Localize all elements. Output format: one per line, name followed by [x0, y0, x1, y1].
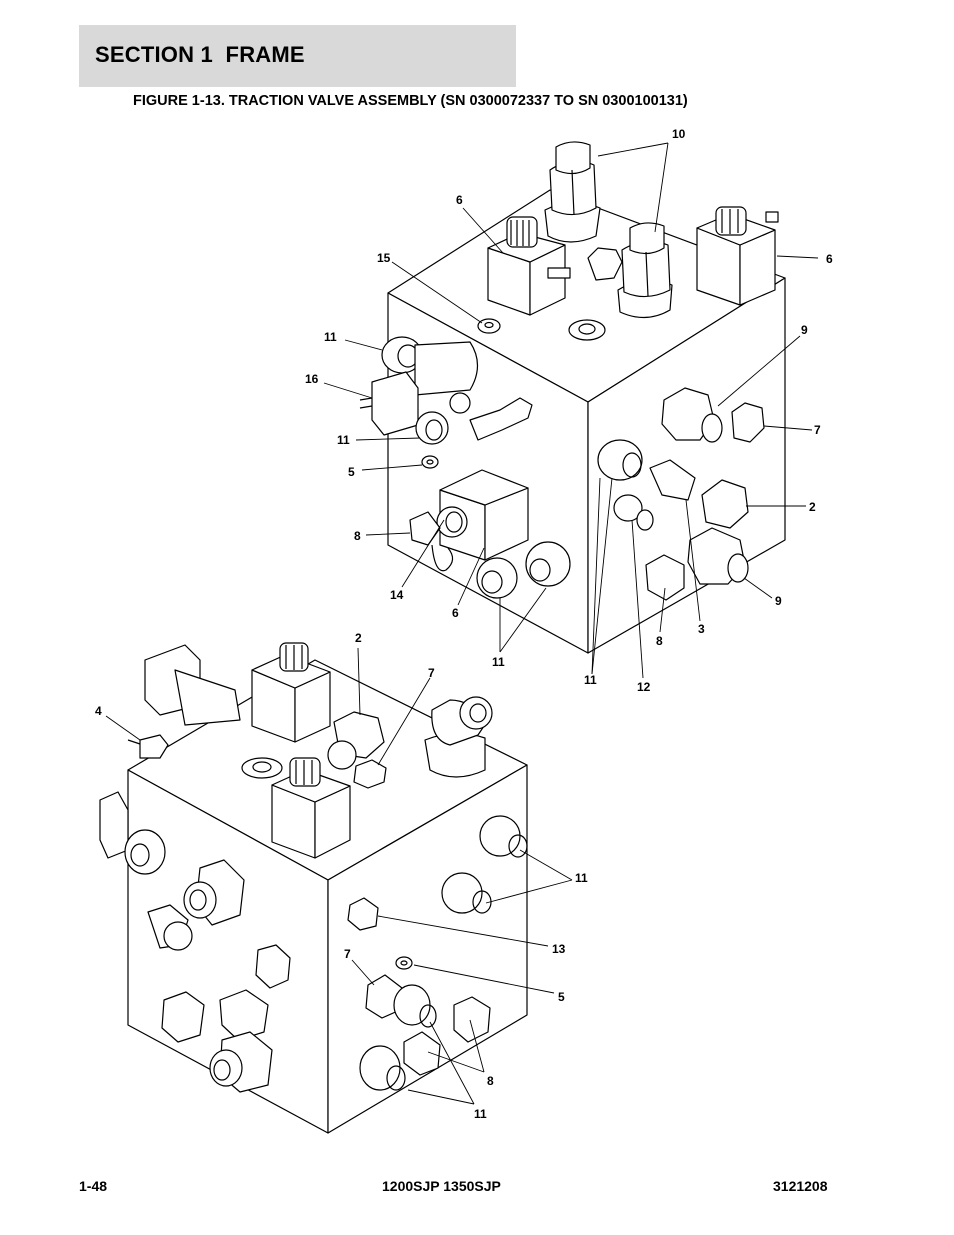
right-face-fittings [597, 387, 765, 601]
callout-6: 6 [456, 193, 463, 207]
callout-12: 12 [637, 680, 651, 694]
callout-4: 4 [95, 704, 102, 718]
callout-7: 7 [344, 947, 351, 961]
callout-11: 11 [474, 1107, 487, 1121]
callout-5: 5 [348, 465, 355, 479]
section-title: SECTION 1 FRAME [95, 42, 305, 67]
callout-labels: 10 6 6 15 11 16 9 7 11 5 2 8 14 6 9 8 3 … [95, 127, 833, 1121]
callout-5: 5 [558, 990, 565, 1004]
callout-11: 11 [337, 433, 350, 447]
callout-11: 11 [324, 330, 337, 344]
callout-2: 2 [809, 500, 816, 514]
lower-top-washer [241, 757, 283, 779]
callout-13: 13 [552, 942, 566, 956]
callout-11: 11 [584, 673, 597, 687]
callout-6: 6 [452, 606, 459, 620]
solenoid-coil-lower-a [251, 642, 331, 743]
callout-16: 16 [305, 372, 319, 386]
callout-7: 7 [428, 666, 435, 680]
callout-6: 6 [826, 252, 833, 266]
callout-8: 8 [656, 634, 663, 648]
solenoid-coil-6c [409, 469, 529, 572]
lower-valve-block [99, 642, 528, 1134]
washer-15 [477, 318, 501, 334]
leader-lines [105, 142, 819, 1105]
callout-11: 11 [575, 871, 588, 885]
callout-15: 15 [377, 251, 391, 265]
callout-14: 14 [390, 588, 404, 602]
top-hex-plug [587, 247, 623, 281]
fitting-11-lower-a [476, 557, 518, 599]
solenoid-coil-6a [487, 216, 571, 316]
top-washer [568, 319, 606, 341]
callout-9: 9 [801, 323, 808, 337]
document-number: 3121208 [773, 1178, 828, 1194]
callout-2: 2 [355, 631, 362, 645]
solenoid-coil-6b [696, 206, 779, 306]
model-numbers: 1200SJP 1350SJP [382, 1178, 501, 1194]
lower-left-face-fittings [99, 791, 291, 1093]
callout-8: 8 [487, 1074, 494, 1088]
top-fitting-10b [617, 222, 673, 319]
callout-8: 8 [354, 529, 361, 543]
section-header: SECTION 1 FRAME [79, 25, 516, 87]
solenoid-coil-lower-b [271, 740, 387, 859]
callout-3: 3 [698, 622, 705, 636]
figure-title: FIGURE 1-13. TRACTION VALVE ASSEMBLY (SN… [133, 93, 688, 109]
cartridge-4 [127, 644, 241, 759]
left-face-fittings [359, 336, 533, 469]
upper-valve-block [359, 141, 786, 654]
top-fitting-10a [544, 141, 601, 243]
callout-7: 7 [814, 423, 821, 437]
callout-11: 11 [492, 655, 505, 669]
lower-right-face-fittings [347, 815, 528, 1091]
callout-9: 9 [775, 594, 782, 608]
page-number: 1-48 [79, 1178, 108, 1194]
elbow-fitting [424, 696, 493, 778]
callout-10: 10 [672, 127, 686, 141]
